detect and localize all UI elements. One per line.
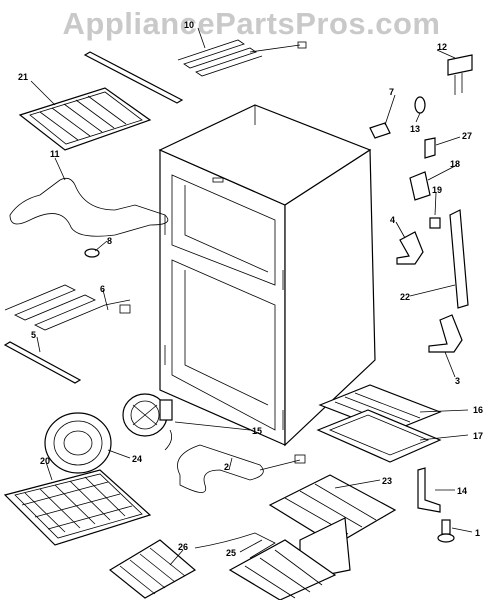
label-22: 22 [400, 292, 410, 302]
label-27: 27 [462, 131, 472, 141]
broil-element-top [177, 39, 307, 77]
small-bracket [424, 137, 436, 159]
vent-strip [83, 51, 184, 104]
label-25: 25 [226, 548, 236, 558]
bracket [417, 467, 441, 513]
label-15: 15 [252, 426, 262, 436]
convection-fan [122, 393, 173, 451]
label-11: 11 [50, 149, 60, 159]
lower-element [4, 284, 131, 331]
label-18: 18 [450, 159, 460, 169]
trim-strip [3, 341, 82, 384]
label-12: 12 [437, 42, 447, 52]
label-3: 3 [455, 376, 460, 386]
label-24: 24 [132, 454, 142, 464]
label-5: 5 [31, 330, 36, 340]
label-7: 7 [389, 87, 394, 97]
label-26: 26 [178, 542, 188, 552]
label-19: 19 [432, 185, 442, 195]
bottom-rack [228, 539, 337, 600]
clip [369, 122, 391, 139]
label-21: 21 [18, 72, 28, 82]
fan-cover [44, 412, 112, 474]
label-23: 23 [382, 476, 392, 486]
half-rack [108, 539, 197, 599]
label-14: 14 [457, 486, 467, 496]
callout-labels: 1 2 3 4 5 6 7 8 10 11 12 13 14 15 16 17 … [18, 20, 483, 558]
oven-cavity [158, 104, 376, 447]
lower-hinge-bracket [428, 314, 463, 353]
bottom-bake-element [177, 444, 306, 493]
label-17: 17 [473, 431, 483, 441]
label-2: 2 [224, 462, 229, 472]
label-4: 4 [390, 215, 395, 225]
label-13: 13 [410, 124, 420, 134]
mounting-bracket [409, 171, 431, 201]
bake-element [9, 177, 169, 237]
label-6: 6 [100, 284, 105, 294]
leader-lines [30, 27, 473, 566]
wire-harness [194, 532, 276, 559]
control-switch [447, 54, 473, 95]
watermark: AppliancePartsPros.com [62, 6, 441, 41]
grommet [84, 248, 100, 258]
oven-rack-top [18, 87, 152, 151]
oven-rack-bottom [3, 469, 152, 546]
leveling-leg [437, 519, 455, 543]
label-16: 16 [473, 405, 483, 415]
label-20: 20 [40, 456, 50, 466]
label-8: 8 [107, 236, 112, 246]
hinge-bracket [396, 231, 424, 265]
o-ring [414, 96, 426, 114]
broiler-pan [316, 409, 442, 463]
label-10: 10 [184, 20, 194, 30]
spacer-block [429, 217, 441, 229]
label-1: 1 [475, 528, 480, 538]
side-trim [449, 209, 469, 309]
